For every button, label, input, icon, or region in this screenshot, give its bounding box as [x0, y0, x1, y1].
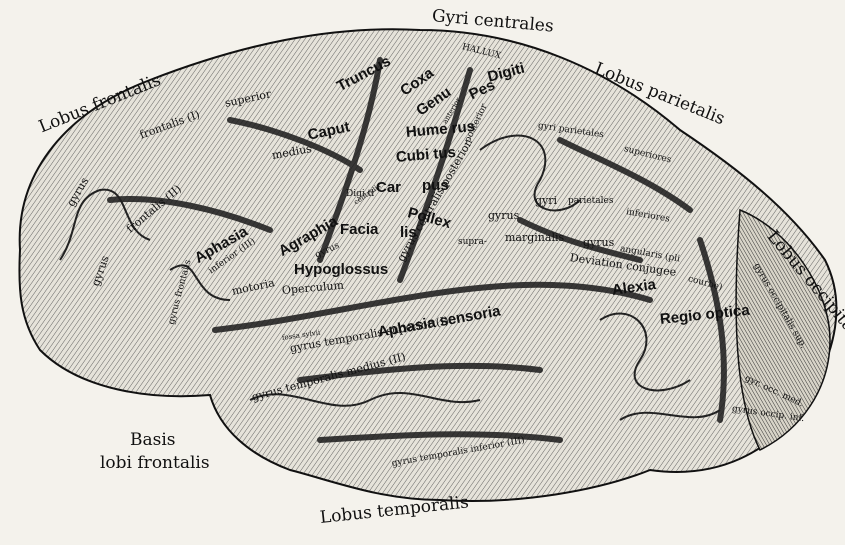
- label-gyrus-angularis-1: gyrus: [583, 237, 614, 248]
- label-marginalis: marginalis: [505, 232, 564, 243]
- label-basis-1: Basis: [130, 432, 176, 449]
- label-gyri-parietales-inferiores-1: gyri: [535, 195, 557, 206]
- label-hypoglossus: Hypoglossus: [294, 262, 388, 277]
- label-gyrus-centralis-1: gyrus: [488, 210, 519, 221]
- label-basis-2: lobi frontalis: [100, 455, 210, 472]
- label-facialis: Facia: [340, 222, 378, 237]
- label-gyri-parietales-inferiores-2: parietales: [568, 197, 613, 206]
- label-supra: supra-: [458, 238, 487, 247]
